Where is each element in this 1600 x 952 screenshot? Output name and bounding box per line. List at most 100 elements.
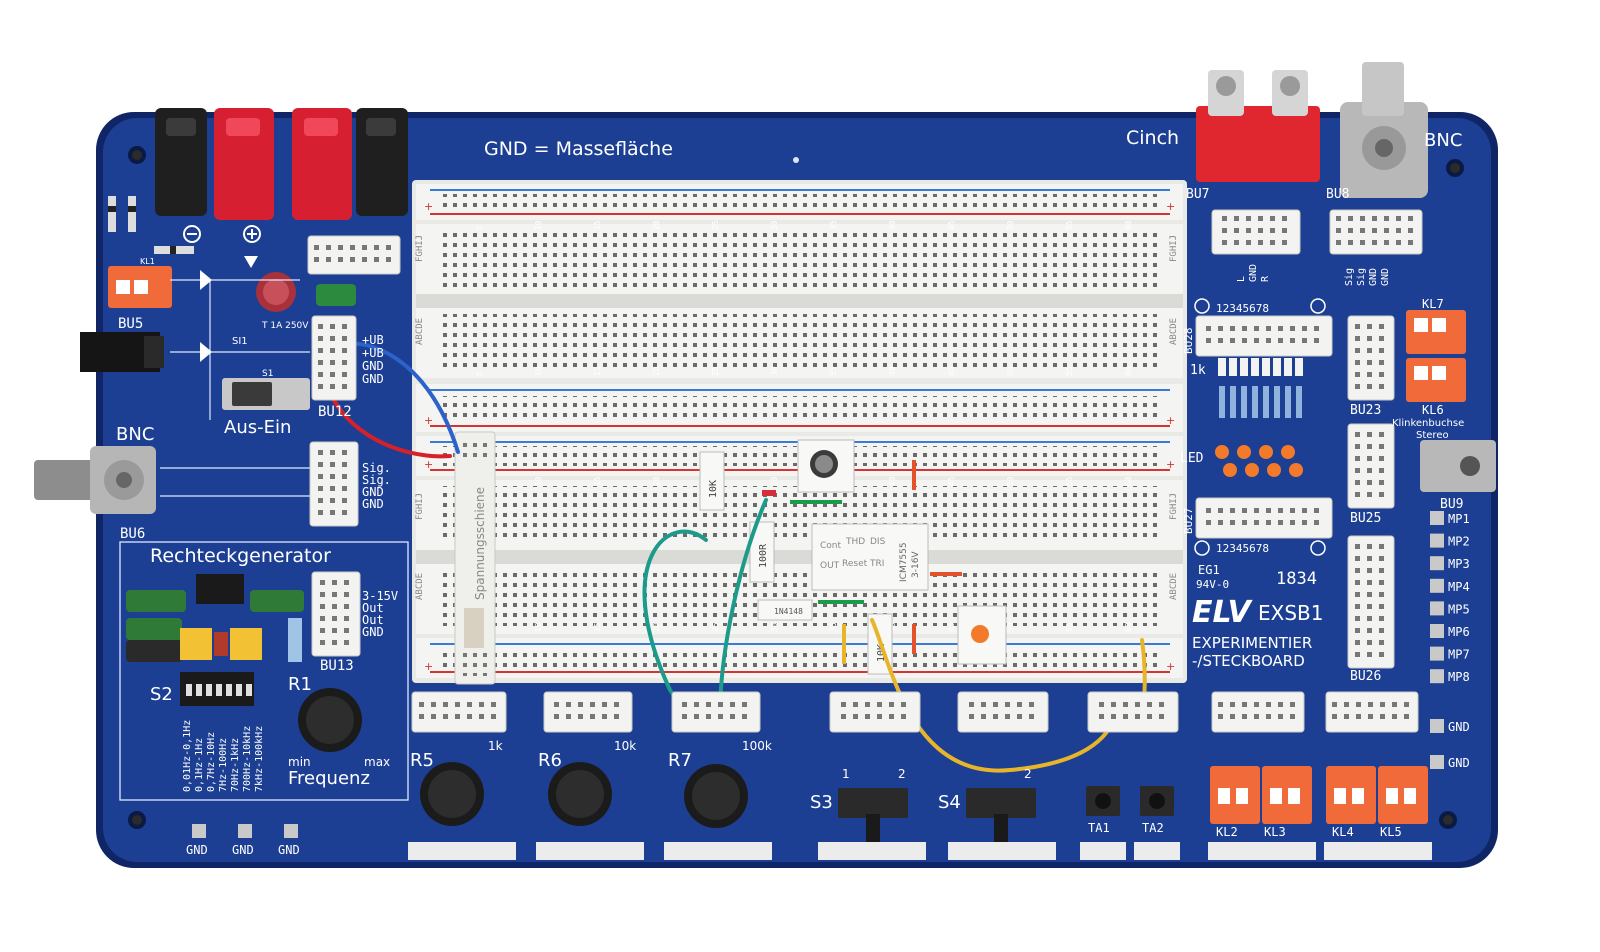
kl3-terminal[interactable] (1262, 766, 1312, 824)
label-max: max (364, 755, 390, 769)
header-r7[interactable] (671, 691, 761, 733)
header-r5[interactable] (411, 691, 507, 733)
header-bu26[interactable] (1347, 535, 1395, 669)
bb-col-num: 60 (1124, 622, 1133, 632)
label-kl6: KL6 (1422, 403, 1444, 417)
orange-led (971, 625, 989, 643)
diodes-left (108, 196, 194, 254)
label-bu7: BU7 (1186, 187, 1209, 202)
array-led (1289, 463, 1303, 477)
gnd-pin[interactable] (1430, 755, 1444, 769)
mp-pin[interactable] (1430, 578, 1444, 593)
bu12-pin-label: GND (362, 359, 384, 373)
red-jack-2[interactable] (292, 108, 352, 220)
red-jack-1[interactable] (214, 108, 274, 220)
ic-pin-cont: Cont (820, 541, 841, 551)
frequency-range: 0,7Hz-10Hz (206, 732, 217, 792)
mp-label: MP7 (1448, 648, 1470, 662)
header-bu27[interactable] (1195, 497, 1333, 539)
header-top-left[interactable] (307, 235, 401, 275)
mp-pin[interactable] (1430, 533, 1444, 548)
bb-col-num: 30 (770, 476, 779, 486)
bu13-pin-label: Out (362, 601, 384, 615)
spannungsschiene-module: Spannungsschiene (454, 431, 496, 685)
bb-col-num: 10 (534, 220, 543, 230)
rows-bottom-left: ABCDE (415, 318, 425, 345)
ic-pin-reset: Reset (842, 559, 868, 569)
label-bu25: BU25 (1350, 511, 1381, 526)
header-bu28[interactable] (1195, 315, 1333, 357)
ic-pin-out: OUT (820, 561, 840, 571)
mp-pin[interactable] (1430, 646, 1444, 661)
label-bu5: BU5 (118, 316, 143, 332)
label-s3: S3 (810, 792, 833, 813)
sig-pin-label: Sig. (362, 461, 391, 475)
breadboard (412, 180, 1187, 683)
svg-text:+: + (1166, 660, 1175, 673)
kl4-terminal[interactable] (1326, 766, 1376, 824)
terminal-kl2-kl5: KL2 KL3 KL4 KL5 (1210, 766, 1428, 839)
label-r6-val: 10k (614, 739, 636, 753)
bu13-pin-label: Out (362, 613, 384, 627)
mp-pin[interactable] (1430, 669, 1444, 684)
gnd-pin[interactable] (238, 824, 252, 838)
gnd-label: GND (232, 843, 254, 857)
cinch-pin-label: GND (1248, 264, 1259, 282)
header-kl2-kl3[interactable] (1211, 691, 1305, 733)
label-r1: R1 (288, 674, 312, 695)
header-kl4-kl5[interactable] (1325, 691, 1419, 733)
spannungsschiene-label: Spannungsschiene (473, 487, 487, 600)
breadboard-components: 10K 100R ICM7555 3-16V Cont THD DIS OUT … (699, 439, 1007, 675)
label-kl7: KL7 (1422, 297, 1444, 311)
label-kl5: KL5 (1380, 825, 1402, 839)
kl5-terminal[interactable] (1378, 766, 1428, 824)
header-s4[interactable] (957, 691, 1049, 733)
bb-col-num: 30 (770, 220, 779, 230)
slide-switch-s3[interactable] (838, 788, 908, 818)
header-ta[interactable] (1087, 691, 1179, 733)
cinch-connector[interactable] (1196, 106, 1320, 182)
bb-col-num: 50 (1006, 366, 1015, 376)
mp-pin[interactable] (1430, 556, 1444, 571)
slide-switch-s4[interactable] (966, 788, 1036, 818)
bb-col-num: 55 (1065, 220, 1074, 230)
label-cinch: Cinch (1126, 127, 1179, 149)
label-bu23: BU23 (1350, 403, 1381, 418)
led-array-section: 12345678 BU28 1k LED BU27 12345678 EG1 9… (1180, 298, 1326, 670)
label-s1: S1 (262, 369, 273, 379)
kl2-terminal[interactable] (1210, 766, 1260, 824)
rows-top-left-2: FGHIJ (415, 493, 425, 520)
gnd-label: GND (186, 843, 208, 857)
array-led (1215, 445, 1229, 459)
label-bu12: BU12 (318, 404, 352, 420)
label-min: min (288, 755, 311, 769)
header-r6[interactable] (543, 691, 633, 733)
frequency-range: 7Hz-100Hz (218, 738, 229, 792)
header-s3[interactable] (829, 691, 921, 733)
bb-col-num: 25 (711, 220, 720, 230)
audio-jack-bu9[interactable] (1420, 440, 1496, 492)
svg-text:+: + (1166, 414, 1175, 427)
mp-pin[interactable] (1430, 624, 1444, 638)
bb-col-num: 40 (888, 476, 897, 486)
label-si1: SI1 (232, 336, 248, 347)
bnc-connector-left[interactable] (34, 460, 94, 500)
gnd-pin[interactable] (1430, 719, 1444, 733)
gnd-label: GND (1448, 756, 1470, 770)
array-led (1281, 445, 1295, 459)
label-led: LED (1180, 451, 1204, 466)
label-pins-bottom: 12345678 (1216, 542, 1269, 555)
label-bu27: BU27 (1182, 508, 1195, 535)
mp-pin[interactable] (1430, 601, 1444, 616)
label-klinke-1: Klinkenbuchse (1392, 418, 1464, 429)
rows-top-left: FGHIJ (415, 235, 425, 262)
sig-pin-label: Sig. (362, 473, 391, 487)
bb-col-num: 5 (475, 225, 484, 230)
label-kl1: KL1 (140, 257, 155, 266)
mp-pin[interactable] (1430, 511, 1444, 525)
gnd-pin[interactable] (284, 824, 298, 838)
gnd-pin[interactable] (192, 824, 206, 838)
bnc-pin-label: Sig (1344, 268, 1355, 286)
